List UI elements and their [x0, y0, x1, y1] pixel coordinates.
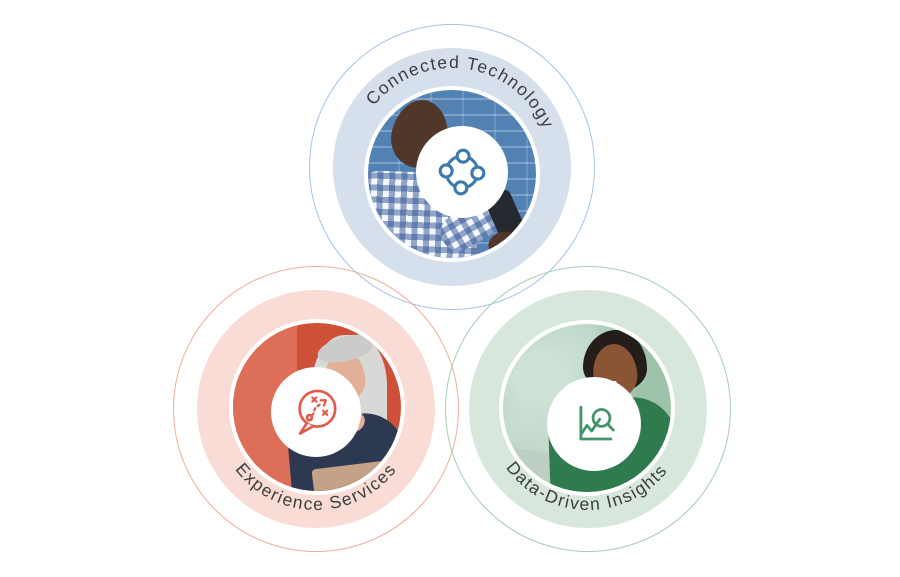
- chart-magnifier-icon: [579, 405, 615, 441]
- icon-badge-connected-technology: [416, 126, 508, 218]
- outer-ring-outline-connected-technology: [309, 24, 595, 310]
- strategy-speech-bubble-icon: [298, 389, 337, 435]
- icon-badge-data-driven-insights: [547, 377, 641, 471]
- outer-ring-outline-data-driven-insights: [445, 266, 731, 552]
- network-nodes-icon: [438, 148, 486, 196]
- icon-badge-experience-services: [271, 367, 361, 457]
